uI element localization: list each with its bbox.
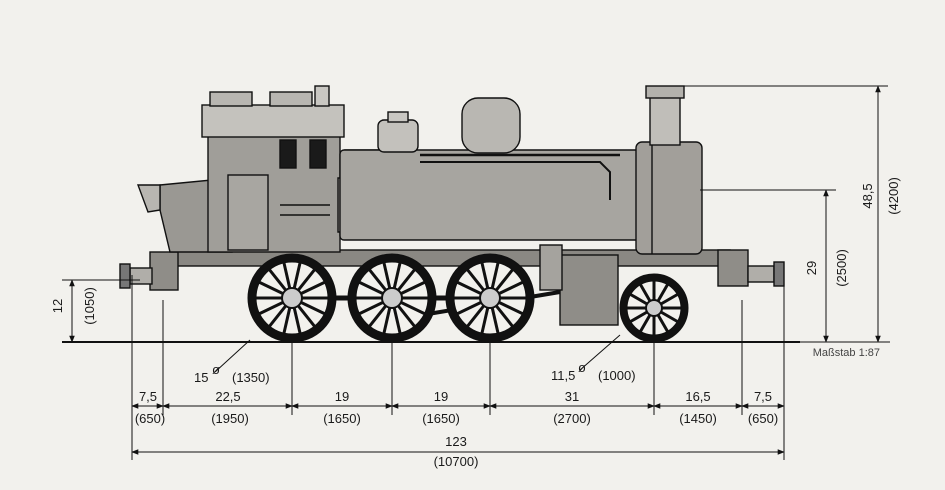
- wheel-spoke: [300, 300, 326, 315]
- wheel-spoke: [392, 307, 402, 334]
- dim-wheel-driving-symbol: ø: [212, 362, 220, 377]
- dim-height-chimney-mm: (4200): [886, 177, 901, 215]
- rear-buffer: [129, 267, 153, 285]
- wheel-spoke: [629, 293, 648, 306]
- front-buffer: [747, 265, 775, 283]
- wheel-2: [347, 253, 437, 343]
- dim-wheel-driving-mm: (1350): [232, 370, 270, 385]
- wheel-spoke: [368, 304, 387, 328]
- wheel-spoke: [368, 268, 387, 292]
- dim-seg-5-mm: (2700): [553, 411, 591, 426]
- chimney: [649, 94, 681, 146]
- wheel-spoke: [382, 262, 392, 289]
- wheel-spoke: [456, 300, 482, 315]
- wheel-spoke: [397, 304, 416, 328]
- dimension-lines: [62, 85, 890, 460]
- dim-total-value: 123: [445, 434, 467, 449]
- scale-label: Maßstab 1:87: [813, 347, 880, 359]
- boiler: [339, 149, 641, 241]
- sand-dome: [377, 119, 419, 153]
- dim-total-mm: (10700): [434, 454, 479, 469]
- cab-window-2: [309, 139, 327, 169]
- wheel-spoke: [629, 310, 648, 323]
- cab-roof: [201, 104, 345, 138]
- dim-height-boiler-value: 29: [804, 261, 819, 275]
- wheel-spoke: [656, 283, 669, 302]
- dim-wheel-trailing-mm: (1000): [598, 368, 636, 383]
- dim-height-buffer-value: 12: [50, 299, 65, 313]
- dim-seg-1-value: 7,5: [139, 389, 157, 404]
- rear-buffer-beam: [149, 251, 179, 291]
- wheel-spoke: [258, 300, 284, 315]
- steam-dome: [461, 97, 521, 154]
- wheel-spoke: [258, 281, 284, 296]
- dim-seg-6-mm: (1450): [679, 411, 717, 426]
- dim-seg-4-mm: (1650): [422, 411, 460, 426]
- wheel-spoke: [480, 307, 490, 334]
- wheel-spoke: [495, 304, 514, 328]
- wheel-spoke: [358, 281, 384, 296]
- wheel-spoke: [400, 300, 426, 315]
- dim-height-chimney-value: 48,5: [860, 183, 875, 208]
- wheel-spoke: [382, 307, 392, 334]
- cylinder: [559, 254, 619, 326]
- wheel-spoke: [292, 307, 302, 334]
- wheel-spoke: [660, 310, 679, 323]
- wheel-spoke: [498, 300, 524, 315]
- dim-height-buffer-mm: (1050): [82, 287, 97, 325]
- dim-seg-3-value: 19: [335, 389, 349, 404]
- wheel-spoke: [480, 262, 490, 289]
- front-buffer-beam: [717, 249, 749, 287]
- dim-wheel-driving-value: 15: [194, 370, 208, 385]
- dim-seg-2-mm: (1950): [211, 411, 249, 426]
- dim-wheel-trailing-value: 11,5: [551, 368, 575, 383]
- wheel-spoke: [297, 268, 316, 292]
- wheel-spoke: [639, 314, 652, 333]
- wheel-spoke: [490, 262, 500, 289]
- wheel-spoke: [392, 262, 402, 289]
- wheel-spoke: [466, 304, 485, 328]
- wheel-spoke: [300, 281, 326, 296]
- dim-seg-4-value: 19: [434, 389, 448, 404]
- driving-wheels: [247, 253, 689, 343]
- wheel-spoke: [466, 268, 485, 292]
- dim-seg-7-value: 7,5: [754, 389, 772, 404]
- wheel-spoke: [660, 293, 679, 306]
- dim-height-boiler-mm: (2500): [834, 249, 849, 287]
- wheel-spoke: [495, 268, 514, 292]
- wheel-spoke: [268, 268, 287, 292]
- dim-seg-3-mm: (1650): [323, 411, 361, 426]
- wheel-spoke: [400, 281, 426, 296]
- wheel-spoke: [282, 307, 292, 334]
- wheel-spoke: [268, 304, 287, 328]
- wheel-spoke: [282, 262, 292, 289]
- wheel-spoke: [498, 281, 524, 296]
- dim-seg-5-value: 31: [565, 389, 579, 404]
- wheel-spoke: [656, 314, 669, 333]
- dimension-texts: 12 (1050) 29 (2500) 48,5 (4200) Maßstab …: [50, 177, 901, 469]
- wheel-spoke: [358, 300, 384, 315]
- wheel-spoke: [292, 262, 302, 289]
- dim-seg-2-value: 22,5: [215, 389, 240, 404]
- dim-seg-7-mm: (650): [748, 411, 778, 426]
- wheel-spoke: [456, 281, 482, 296]
- wheel-spoke: [490, 307, 500, 334]
- wheel-spoke: [639, 283, 652, 302]
- smokebox: [635, 141, 703, 255]
- wheel-spoke: [297, 304, 316, 328]
- dim-seg-1-mm: (650): [135, 411, 165, 426]
- wheel-spoke: [397, 268, 416, 292]
- dim-seg-6-value: 16,5: [685, 389, 710, 404]
- dim-wheel-trailing-symbol: ø: [578, 360, 586, 375]
- cab-window-1: [279, 139, 297, 169]
